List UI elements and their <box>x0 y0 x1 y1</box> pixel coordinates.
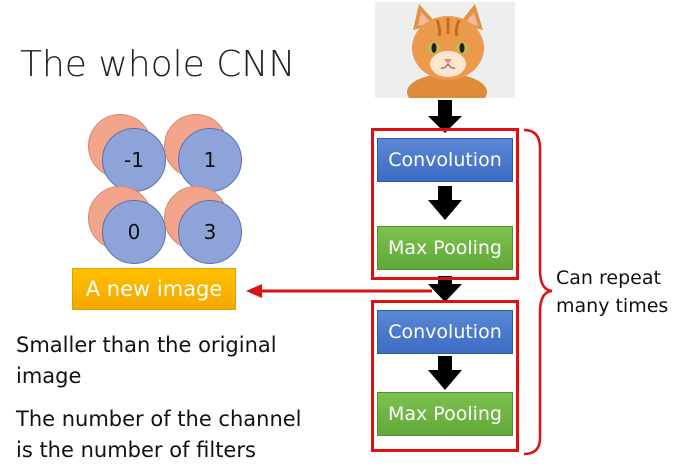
down-arrow-icon <box>428 186 462 220</box>
stage-frame <box>371 128 519 280</box>
filter-value-circle: 1 <box>178 128 242 192</box>
filter-value-circle: 0 <box>102 200 166 264</box>
filter-outputs: -1 1 0 3 <box>82 112 252 264</box>
max-pooling-box: Max Pooling <box>377 226 513 270</box>
filter-value-circle: 3 <box>178 200 242 264</box>
note-line: The number of the channel <box>16 407 302 431</box>
note-smaller: Smaller than the original image <box>16 330 277 392</box>
slide-title: The whole CNN <box>20 44 296 85</box>
note-line: is the number of filters <box>16 438 256 462</box>
curly-brace-icon <box>523 128 553 456</box>
filter-value-circle: -1 <box>102 128 166 192</box>
note-line: Smaller than the original <box>16 333 277 357</box>
note-channels: The number of the channel is the number … <box>16 404 302 466</box>
left-arrow-icon <box>246 284 432 298</box>
cat-photo <box>375 2 515 98</box>
down-arrow-icon <box>428 100 462 133</box>
stage-frame <box>371 300 519 452</box>
convolution-box: Convolution <box>377 138 513 182</box>
down-arrow-icon <box>428 356 462 390</box>
note-line: image <box>16 364 82 388</box>
repeat-line: Can repeat <box>556 267 661 289</box>
max-pooling-box: Max Pooling <box>377 392 513 436</box>
convolution-box: Convolution <box>377 310 513 354</box>
new-image-box: A new image <box>72 268 236 310</box>
repeat-note: Can repeat many times <box>556 264 668 320</box>
repeat-line: many times <box>556 295 669 317</box>
